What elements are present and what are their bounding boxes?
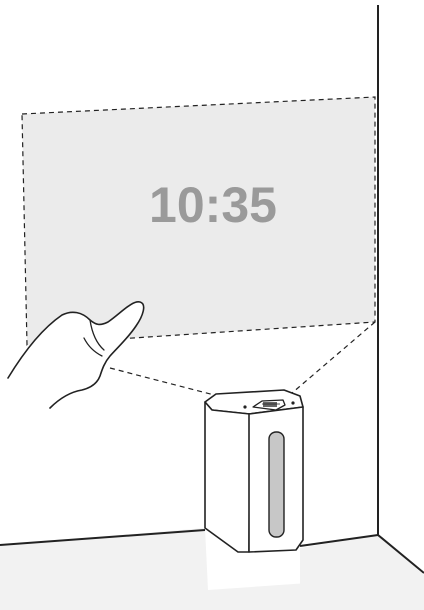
device-left-face <box>204 401 251 553</box>
clock-time: 10:35 <box>149 177 277 233</box>
device-light-slot <box>268 431 285 538</box>
hand-icon <box>7 301 145 409</box>
floor-right-line <box>299 534 379 547</box>
projector-device <box>204 389 304 553</box>
floor-left-line <box>0 529 206 546</box>
floor-diagonal-line <box>377 534 424 574</box>
projector-lens-icon <box>243 399 295 411</box>
floor-right <box>300 535 424 610</box>
hand-finger-detail <box>83 319 105 357</box>
beam-line-right <box>284 321 376 400</box>
